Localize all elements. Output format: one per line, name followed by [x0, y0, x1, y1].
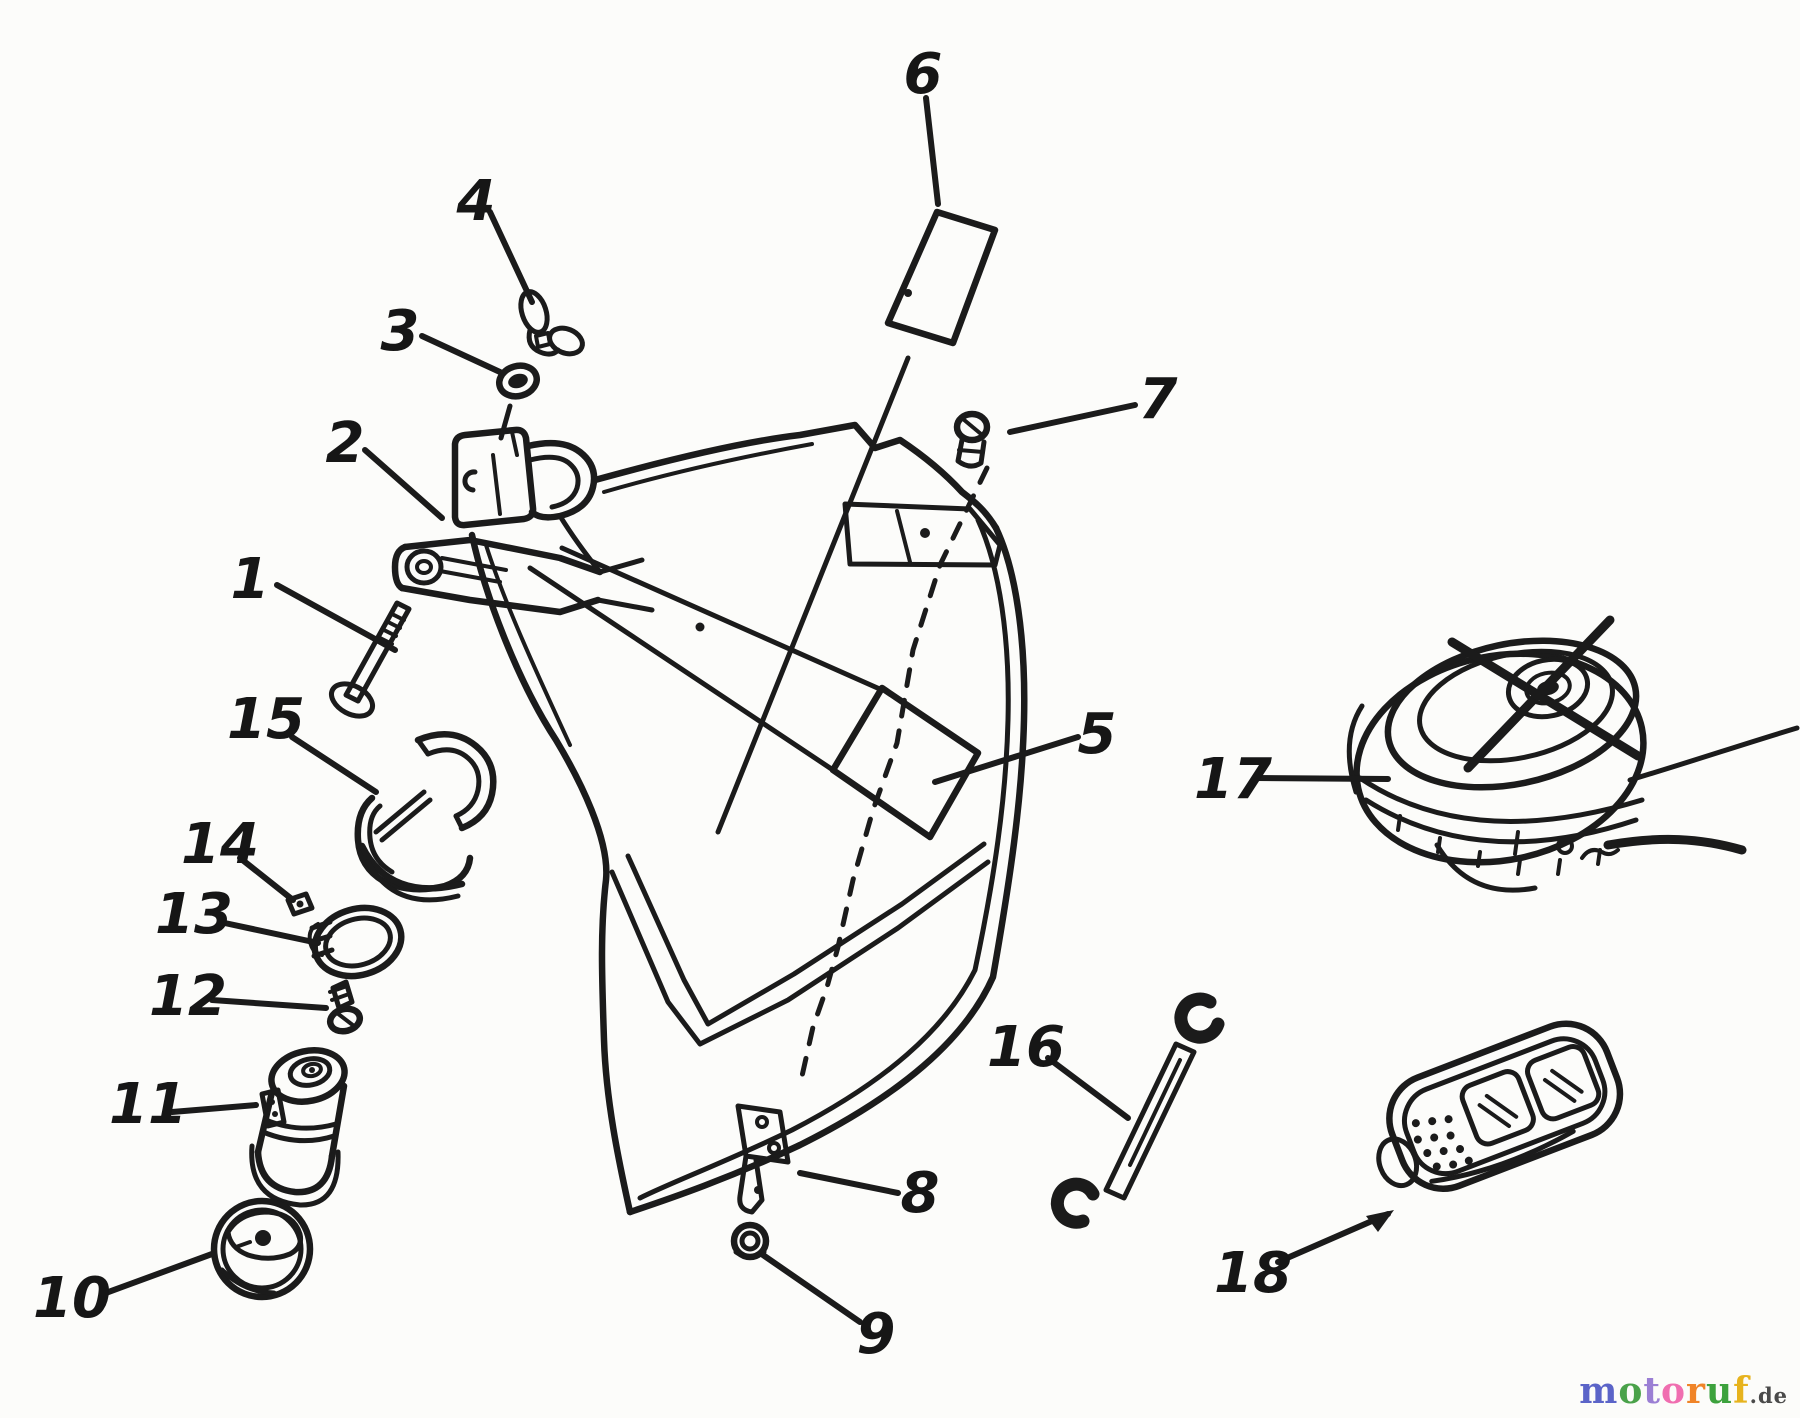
- leader-line-18: [1275, 1211, 1391, 1265]
- wing-nut: [518, 289, 585, 357]
- part-label-7-screw: 7: [1139, 367, 1178, 432]
- open-end-wrench: [1050, 992, 1225, 1229]
- shaft-clamp: [354, 731, 497, 903]
- hex-bolt: [328, 600, 412, 719]
- part-label-8-line-cutter-blade: 8: [901, 1161, 940, 1226]
- part-label-17-spool-head: 17: [1194, 747, 1272, 812]
- washer: [496, 362, 540, 441]
- part-label-6-decal: 6: [904, 42, 943, 107]
- spindle-pulley: [210, 1197, 314, 1301]
- watermark-logo[interactable]: motoruf.de: [1579, 1370, 1788, 1412]
- part-label-15-shaft-clamp: 15: [227, 687, 305, 752]
- nut: [730, 1221, 770, 1261]
- part-label-2-mounting-bracket: 2: [326, 411, 365, 476]
- part-label-4-wing-nut: 4: [456, 169, 496, 234]
- clamp-ring: [307, 904, 405, 980]
- leader-line-7: [1007, 402, 1138, 435]
- watermark-letter: o: [1660, 1370, 1686, 1412]
- leader-line-6: [923, 95, 941, 207]
- goggle-vent-dots: [1411, 1115, 1473, 1171]
- part-label-1-hex-bolt: 1: [231, 547, 270, 612]
- part-label-5-shield: 5: [1078, 702, 1117, 767]
- mounting-bracket: [391, 426, 655, 616]
- safety-goggles: [1376, 1020, 1624, 1192]
- leader-line-16: [1045, 1055, 1131, 1121]
- part-label-14-clamp-nut: 14: [181, 812, 259, 877]
- part-label-13-clamp-ring: 13: [155, 882, 233, 947]
- line-cutter-blade: [735, 1103, 791, 1215]
- watermark-brand: motoruf: [1579, 1370, 1749, 1412]
- leader-arrow-18: [1366, 1210, 1394, 1232]
- clamp-nut: [285, 891, 315, 917]
- watermark-letter: f: [1733, 1370, 1750, 1412]
- decal: [884, 208, 999, 347]
- watermark-letter: o: [1618, 1370, 1644, 1412]
- watermark-letter: t: [1643, 1370, 1661, 1412]
- watermark-letter: m: [1579, 1370, 1619, 1412]
- part-label-18-safety-goggles: 18: [1214, 1241, 1292, 1306]
- watermark-tld: .de: [1749, 1383, 1788, 1408]
- watermark-letter: r: [1685, 1370, 1706, 1412]
- leader-line-1: [274, 582, 398, 653]
- leader-line-2: [362, 447, 445, 521]
- leader-line-12: [209, 997, 329, 1011]
- leader-line-15: [289, 734, 379, 795]
- leader-line-3: [419, 333, 503, 375]
- leader-line-4: [487, 209, 535, 305]
- part-label-10-spindle-pulley: 10: [33, 1266, 111, 1331]
- spool-head: [1346, 615, 1800, 893]
- leader-line-14: [237, 855, 296, 903]
- part-label-3-washer: 3: [381, 299, 420, 364]
- leader-line-9: [760, 1252, 863, 1325]
- shield: [468, 355, 1028, 1216]
- leader-line-13: [217, 919, 321, 946]
- screw: [953, 410, 991, 469]
- leader-line-17: [1253, 775, 1391, 782]
- part-label-12-clamp-screw: 12: [149, 964, 227, 1029]
- drive-housing: [249, 1047, 348, 1208]
- part-label-16-open-end-wrench: 16: [987, 1015, 1065, 1080]
- leader-line-11: [169, 1102, 259, 1115]
- part-label-11-drive-housing: 11: [109, 1072, 187, 1137]
- clamp-screw: [326, 979, 364, 1035]
- part-label-9-nut: 9: [857, 1302, 896, 1367]
- leader-line-5: [932, 734, 1081, 785]
- watermark-letter: u: [1705, 1370, 1734, 1412]
- leader-line-8: [797, 1170, 901, 1196]
- leader-line-10: [100, 1251, 215, 1297]
